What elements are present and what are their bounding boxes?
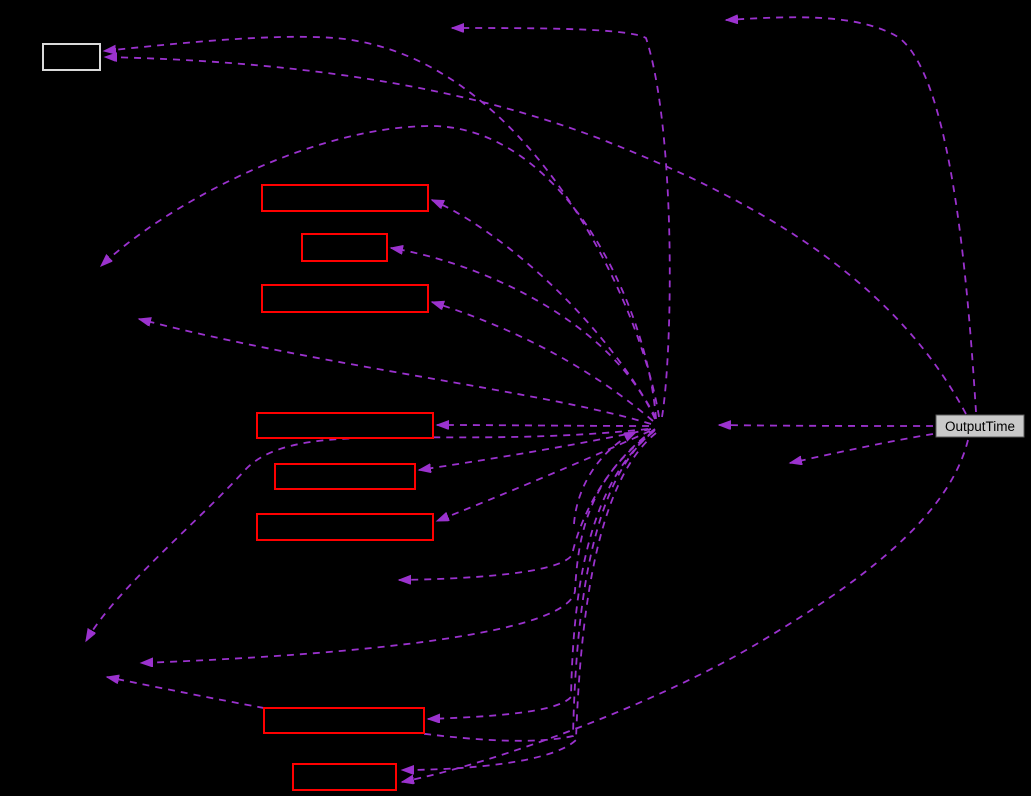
edge-center-to-red-1 [432,199,657,419]
node-red-3[interactable] [261,284,429,313]
edge-center-to-hidden-bottom-left-b [141,430,655,663]
edge-center-to-hidden-left-mid [139,319,652,425]
edge-outputtime-to-hidden-top-right [726,17,977,413]
node-red-7[interactable] [263,707,425,734]
edge-center-to-hidden-left-upper [101,125,657,420]
edge-center-to-hidden-mid-low [399,428,656,580]
edge-center-to-red-7 [428,431,654,719]
node-output-time[interactable]: OutputTime [935,414,1025,438]
edge-center-to-red-2 [391,248,656,420]
node-red-8[interactable] [292,763,397,791]
node-red-6[interactable] [256,513,434,541]
edge-hidden-below-to-center [573,431,636,525]
edge-center-to-hidden-bottom-left-a [85,428,649,641]
edge-center-to-hidden-top-center [452,28,671,418]
edges-layer [85,17,977,782]
node-red-2[interactable] [301,233,388,262]
edge-outputtime-to-light-node [105,57,967,415]
node-output-time-box[interactable] [935,414,1025,438]
edge-center-to-red-4 [437,425,650,426]
edge-center-to-red-3 [432,302,654,422]
node-output-time-label: OutputTime [945,419,1015,434]
node-red-1[interactable] [261,184,429,212]
edge-center-to-red-5 [419,428,652,470]
node-red-5[interactable] [274,463,416,490]
edge-center-to-red-6 [437,430,651,522]
node-light-top-left[interactable] [42,43,101,71]
edge-center-to-light-node [104,35,660,418]
edge-outputtime-to-hidden-mid-right [790,433,934,463]
edge-outputtime-to-red-8 [402,439,969,782]
edge-outputtime-to-center [719,425,934,426]
nodes-layer: OutputTime [42,43,1025,791]
node-red-4[interactable] [256,412,434,439]
